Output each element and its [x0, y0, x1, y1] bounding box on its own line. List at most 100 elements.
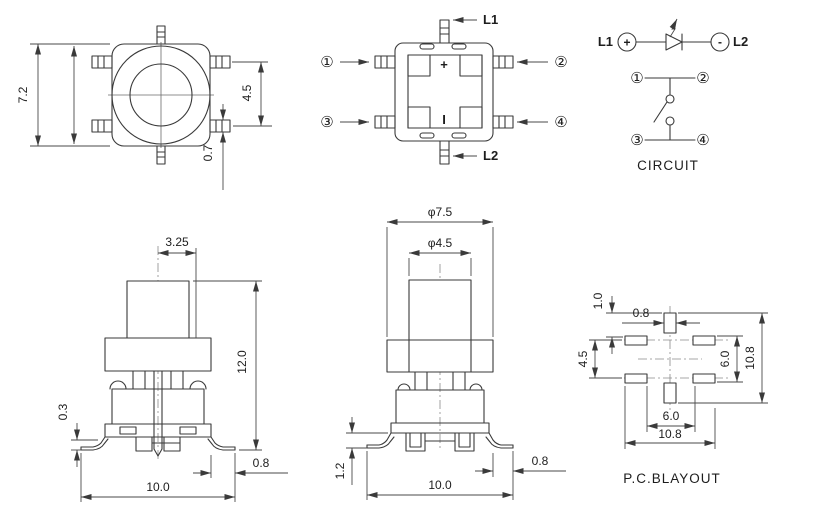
led-light-arrow — [669, 18, 678, 38]
dim-label-10-0: 10.0 — [146, 480, 170, 494]
pcb-layout-title: P.C.BLAYOUT — [623, 471, 721, 486]
cap — [386, 339, 494, 373]
solder-pads — [624, 312, 716, 404]
dim-label-0-8: 0.8 — [253, 456, 270, 470]
pad-led-top — [663, 312, 677, 334]
mounting-flange — [104, 423, 212, 438]
dim-stem-offset: 3.25 — [158, 235, 197, 338]
pin-callouts: ① ③ ② ④ L1 L2 — [320, 12, 567, 163]
dim-label-0-8: 0.8 — [633, 306, 650, 320]
plunger — [408, 279, 472, 341]
dim-lead-span: 10.0 — [366, 451, 514, 500]
dim-label-0-7: 0.7 — [201, 144, 215, 161]
dim-total-v: 10.8 — [678, 312, 768, 404]
mold-slots — [419, 43, 467, 139]
base-insert — [407, 54, 483, 129]
dim-lead-extend: 0.8 — [475, 453, 566, 477]
dim-label-0-3: 0.3 — [56, 403, 70, 420]
side-pins — [374, 55, 514, 129]
circuit-pin2: ② — [696, 70, 709, 87]
dim-pads-span-v: 6.0 — [717, 335, 743, 383]
dim-label-dia-7-5: φ7.5 — [428, 205, 453, 219]
bottom-tabs — [135, 436, 181, 452]
dim-label-dia-4-5: φ4.5 — [428, 236, 453, 250]
side-view: 3.25 12.0 0.3 0.8 10.0 — [56, 235, 288, 502]
dim-pin-pitch: 4.5 — [232, 61, 272, 127]
circuit-diagram: L1 + - L2 ① ② ③ ④ CIRCUIT — [598, 18, 748, 173]
dim-lead-extend: 0.8 — [193, 455, 288, 478]
contact-lower — [665, 116, 675, 126]
led-lead-shaft — [153, 370, 163, 457]
circuit-pin3: ③ — [630, 132, 643, 149]
dim-total-h: 10.8 — [624, 386, 716, 449]
circuit-pin4: ④ — [696, 132, 709, 149]
gull-wing-leads — [366, 432, 514, 449]
dim-label-12-0: 12.0 — [235, 350, 249, 374]
dim-label-0-8: 0.8 — [532, 454, 549, 468]
pad-pin4 — [692, 373, 716, 384]
dome-right — [469, 383, 483, 391]
gull-wing-leads — [80, 436, 236, 451]
circuit-l2-label: L2 — [733, 34, 748, 49]
dim-label-1-0: 1.0 — [591, 292, 605, 309]
dome-right — [189, 380, 207, 390]
pin3-number: ③ — [320, 114, 333, 131]
pad-led-bottom — [663, 382, 677, 404]
dim-label-4-5: 4.5 — [240, 84, 254, 101]
circuit-title: CIRCUIT — [637, 158, 699, 173]
bottom-tabs — [405, 432, 475, 452]
dim-label-7-2: 7.2 — [16, 86, 30, 103]
led-pin-l1-label: L1 — [483, 12, 498, 27]
dim-lead-span: 10.0 — [80, 453, 236, 502]
dim-pad-width: 0.8 — [622, 306, 700, 326]
side-pins — [91, 55, 231, 133]
dim-label-6-0-h: 6.0 — [663, 409, 680, 423]
pin2-number: ② — [554, 54, 567, 71]
dim-plunger-diameter: φ4.5 — [408, 236, 472, 276]
dim-lead-height: 1.2 — [333, 417, 388, 485]
dome-left — [397, 383, 411, 391]
dim-standoff: 0.3 — [56, 403, 98, 467]
polarity-minus-mark: I — [442, 112, 446, 127]
corner-pads — [407, 54, 483, 129]
anode-sign: + — [623, 36, 630, 50]
led-pins — [156, 25, 166, 165]
dim-label-10-8-v: 10.8 — [743, 346, 757, 370]
mounting-flange — [390, 422, 490, 434]
front-view: φ7.5 φ4.5 1.2 0.8 10.0 — [333, 205, 566, 500]
dim-label-6-0-v: 6.0 — [718, 350, 732, 367]
dim-pad-pitch-v: 4.5 — [576, 339, 622, 379]
pad-pin1 — [624, 335, 648, 346]
top-view: 7.2 4.5 0.7 — [16, 25, 272, 190]
pcb-layout: 1.0 0.8 4.5 6.0 10.8 — [576, 292, 768, 486]
led-pin-l2-label: L2 — [483, 148, 498, 163]
dim-pad-offset: 1.0 — [591, 292, 662, 354]
bottom-view: + I ① ③ ② ④ L1 L2 — [320, 12, 568, 165]
pin1-number: ① — [320, 54, 333, 71]
pad-pin3 — [624, 373, 648, 384]
switch-blade — [653, 101, 668, 123]
dim-label-3-25: 3.25 — [165, 235, 189, 249]
cap-flange — [111, 45, 211, 145]
plunger-top — [129, 63, 193, 127]
pin4-number: ④ — [554, 114, 567, 131]
cathode-terminal — [710, 32, 730, 52]
dim-cap-diameter: φ7.5 — [386, 205, 494, 337]
dim-total-height: 12.0 — [193, 280, 262, 451]
dim-label-10-8-h: 10.8 — [658, 427, 682, 441]
dim-label-4-5: 4.5 — [576, 350, 590, 367]
circuit-pin1: ① — [630, 70, 643, 87]
dim-label-1-2: 1.2 — [333, 462, 347, 479]
contact-upper — [665, 94, 675, 104]
led-symbol — [665, 33, 683, 51]
pad-pin2 — [692, 335, 716, 346]
dim-pin-thickness: 0.7 — [201, 104, 226, 190]
cathode-sign: - — [718, 35, 722, 49]
cap — [104, 337, 212, 372]
dim-label-10-0: 10.0 — [428, 478, 452, 492]
dome-left — [109, 380, 127, 390]
polarity-plus-mark: + — [440, 57, 448, 72]
circuit-l1-label: L1 — [598, 34, 613, 49]
